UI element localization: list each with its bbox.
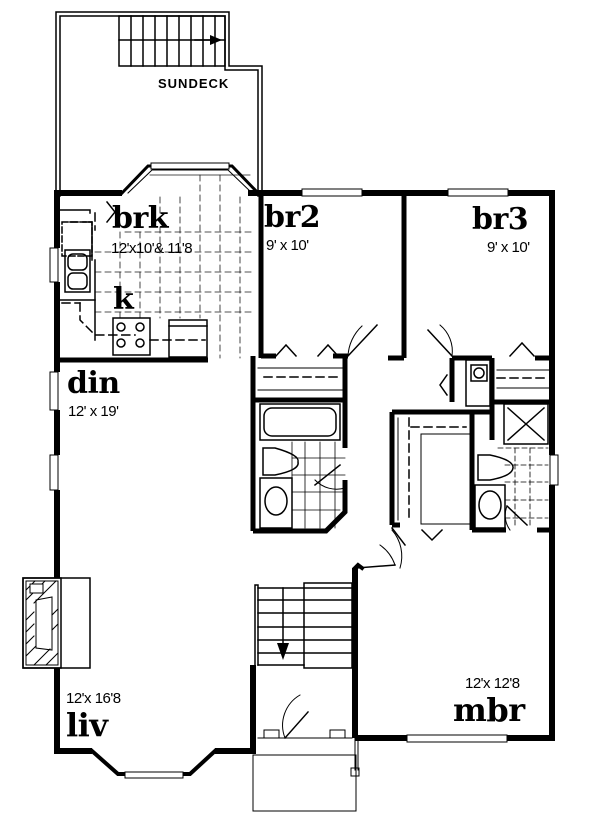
room-label-br2: br2 (264, 200, 321, 235)
bathtub-icon (259, 403, 341, 441)
bath-tile-floor (291, 441, 346, 529)
windows (49, 188, 559, 743)
fireplace-icon (22, 577, 91, 669)
shower-icon (503, 403, 549, 445)
tile-floor (94, 174, 256, 359)
sundeck-stairs (118, 15, 226, 67)
room-label-liv: liv (66, 706, 108, 744)
kitchen-counters (59, 209, 96, 341)
stair-down-arrow-icon (277, 643, 289, 660)
toilet-icon-ensuite (477, 454, 514, 481)
bay-window-living (89, 748, 218, 779)
exterior-walls (54, 190, 555, 754)
refrigerator-icon (168, 319, 208, 358)
double-sink-icon (64, 249, 91, 293)
room-label-k: k (113, 282, 134, 317)
sink-icon-ensuite (474, 484, 506, 529)
stove-icon (112, 317, 151, 356)
room-dim-din: 12' x 19' (68, 403, 119, 420)
room-dim-br2: 9' x 10' (266, 237, 309, 254)
room-label-brk: brk (112, 201, 169, 236)
ensuite-tile-floor (497, 447, 549, 529)
closet-doors (105, 200, 536, 542)
sink-icon (259, 477, 293, 529)
room-dim-mbr: 12'x 12'8 (465, 675, 520, 692)
swing-doors (282, 323, 529, 740)
washer-icon (465, 359, 491, 407)
room-dim-br3: 9' x 10' (487, 239, 530, 256)
bay-window-breakfast (119, 162, 261, 196)
toilet-icon (262, 447, 299, 476)
room-dim-liv: 12'x 16'8 (66, 690, 121, 707)
stair-up-arrow-head (210, 35, 222, 45)
room-dim-brk: 12'x10'& 11'8 (111, 240, 193, 257)
room-label-din: din (67, 366, 120, 401)
room-label-br3: br3 (472, 202, 529, 237)
room-label-mbr: mbr (453, 691, 525, 729)
entry-porch (252, 729, 360, 812)
interior-stairs (254, 582, 353, 669)
closet-shelves (61, 212, 550, 521)
sundeck-label: SUNDECK (158, 76, 230, 91)
